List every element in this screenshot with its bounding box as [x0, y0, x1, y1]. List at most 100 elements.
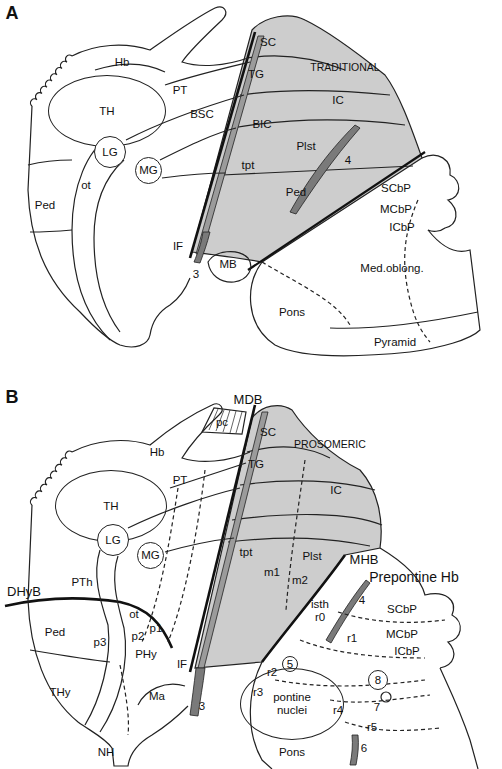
tract-band [196, 36, 264, 254]
region-label: TG [248, 68, 264, 81]
region-label: DHyB [7, 585, 41, 599]
cerebellar-peduncles [380, 548, 460, 668]
region-label: Pyramid [374, 336, 416, 349]
mammillary-body [208, 252, 251, 282]
boundary-line [240, 90, 390, 95]
thick-boundary [248, 152, 425, 270]
region-outline: 8 [368, 670, 388, 690]
region-label: SC [260, 36, 276, 49]
nerve-4 [290, 125, 360, 214]
panel-heading: PROSOMERIC [294, 439, 366, 451]
boundary-line [160, 128, 236, 160]
region-outline: pontine nuclei [240, 668, 344, 740]
region-label: p2 [132, 630, 145, 643]
region-label: NH [98, 746, 115, 759]
cerebellar-peduncles [422, 155, 459, 231]
region-label: MG [141, 549, 160, 562]
panel-letter: A [6, 4, 19, 24]
region-label: Hb [150, 446, 165, 459]
boundary-line [232, 515, 382, 525]
region-label: MB [219, 258, 236, 271]
region-label: SCbP [381, 182, 411, 195]
posterior-commissure [202, 408, 246, 434]
region-label: Plst [296, 140, 315, 153]
region-label: Prepontine Hb [369, 570, 459, 585]
region-label: 6 [361, 742, 367, 755]
region-label: PTh [71, 576, 92, 589]
region-label: m1 [264, 566, 280, 579]
boundary-line [128, 488, 240, 528]
region-label: p1 [150, 622, 163, 635]
region-label: SCbP [387, 603, 417, 616]
region-label: pontine nuclei [262, 691, 322, 716]
medulla-outline [410, 230, 480, 352]
region-label: Pons [279, 306, 305, 319]
region-label: MCbP [386, 628, 418, 641]
region-label: Pons [279, 746, 305, 759]
optic-tract [72, 138, 110, 340]
panel-a-illustration [28, 7, 480, 356]
region-label: BSC [190, 108, 214, 121]
panel-letter: B [6, 388, 19, 408]
region-label: MDB [234, 393, 263, 407]
region-label: m2 [292, 574, 308, 587]
boundary-line [30, 650, 110, 662]
brain-outline [28, 505, 188, 766]
region-label: 8 [375, 674, 381, 687]
region-label: Ped [35, 199, 55, 212]
region-label: r5 [367, 721, 377, 734]
epithalamus-outline [72, 404, 250, 461]
region-label: pc [216, 416, 228, 429]
region-label: 7 [374, 701, 380, 714]
region-label: TH [99, 105, 114, 118]
region-label: MHB [350, 553, 379, 567]
panel-heading: TRADITIONAL [310, 62, 379, 74]
region-label: ot [129, 608, 139, 621]
region-label: LG [102, 146, 117, 159]
region-label: BIC [252, 118, 271, 131]
region-label: IF [177, 658, 187, 671]
region-label: ICbP [394, 645, 420, 658]
nerve-6 [350, 735, 358, 765]
region-label: r0 [315, 611, 325, 624]
thick-boundary [190, 405, 255, 672]
boundary-line [30, 230, 72, 232]
region-label: Med.oblong. [360, 262, 423, 275]
dashed-boundary [168, 470, 205, 642]
region-label: MCbP [380, 203, 412, 216]
epithalamus-outline [72, 7, 248, 66]
region-label: Ped [286, 186, 306, 199]
region-label: isth [311, 598, 329, 611]
boundary-line [126, 95, 244, 140]
region-outline: LG [94, 136, 126, 168]
region-label: Plst [302, 550, 321, 563]
region-outline: 5 [282, 656, 298, 672]
tract-band [198, 412, 268, 668]
region-label: r4 [333, 704, 343, 717]
optic-tract [94, 160, 124, 332]
boundary-line [162, 173, 226, 178]
choroid-edge [30, 451, 72, 505]
region-label: SC [260, 426, 276, 439]
boundary-line [165, 538, 234, 552]
region-label: LG [105, 534, 120, 547]
region-label: Hb [115, 56, 130, 69]
region-label: PT [173, 84, 188, 97]
nerve-3 [190, 668, 205, 716]
dashed-boundary [120, 665, 128, 735]
midbrain-region [192, 16, 422, 262]
mammillary-outline [138, 684, 185, 705]
region-label: 3 [193, 268, 199, 281]
hatch-lines [209, 409, 242, 433]
dashed-boundary [262, 262, 350, 325]
region-label: r3 [253, 686, 263, 699]
region-label: TG [248, 458, 264, 471]
pons-outline [250, 662, 272, 769]
nucleus-circle [381, 692, 391, 702]
boundary-line [165, 62, 250, 85]
region-label: ICbP [389, 221, 415, 234]
brain-outline [28, 106, 190, 347]
region-outline: MG [135, 157, 162, 184]
